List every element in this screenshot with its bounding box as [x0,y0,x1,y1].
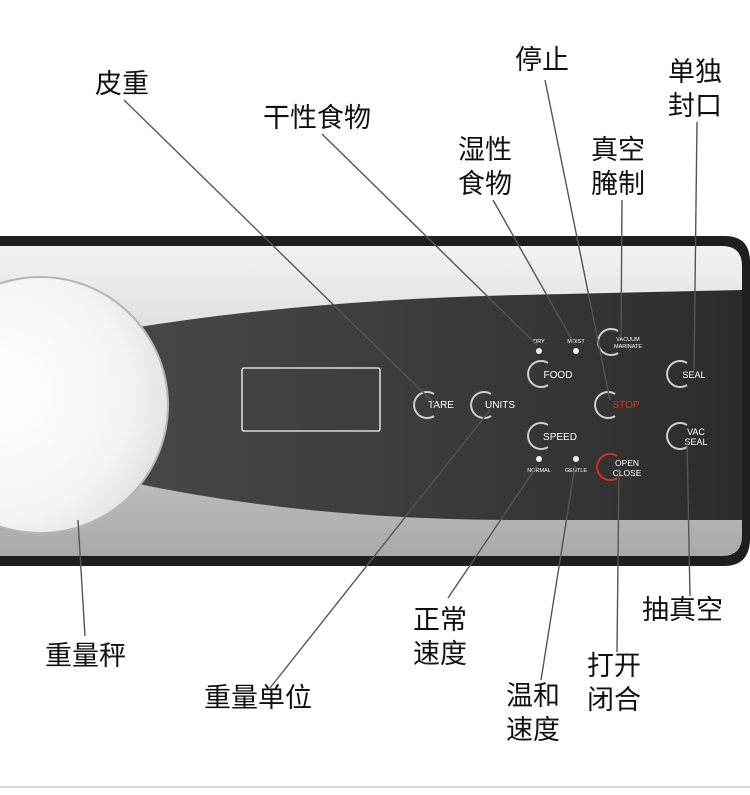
moist-indicator-label: MOIST [567,339,585,345]
callout-vacuum-marinate-line2: 腌制 [591,169,645,200]
units-button-label: UNITS [485,400,515,411]
bottom-divider [0,786,750,788]
leader-stop [544,79,611,401]
marinate-label: MARINATE [614,344,642,350]
seal-button-label: SEAL [682,370,705,380]
leader-normal-speed [447,465,538,599]
callout-normal-speed-line1: 正常 [413,605,467,636]
food-button-label: FOOD [544,370,573,381]
open-close-button[interactable]: OPEN CLOSE [596,453,642,481]
leader-lines [77,79,698,689]
open-label: OPEN [615,458,639,468]
callout-tare: 皮重 [95,69,149,100]
leader-vacuum-marinate [620,199,623,339]
callout-gentle-speed: 温和 速度 [506,680,560,748]
callout-normal-speed: 正常 速度 [413,604,467,672]
leader-tare [123,99,437,406]
callout-dry-food: 干性食物 [263,103,371,134]
speed-button[interactable]: SPEED [527,422,577,450]
leader-seal-only [693,121,698,371]
vac-label: VAC [687,427,705,437]
dry-indicator: DRY [533,339,545,354]
scale-dome [0,276,169,534]
dry-indicator-label: DRY [533,339,545,345]
callout-seal-only: 单独 封口 [668,56,722,124]
leader-vacuum [686,439,691,597]
leader-open-close [616,467,620,653]
gentle-indicator: GENTLE [565,456,587,474]
callout-gentle-speed-line2: 速度 [506,715,560,746]
tare-button-label: TARE [428,400,454,411]
callout-weight-units: 重量单位 [204,683,312,714]
callout-seal-only-line1: 单独 [668,57,722,88]
stop-button-label: STOP [612,400,639,411]
leader-units [269,409,491,689]
callout-seal-only-line2: 封口 [668,91,722,122]
callout-vacuum-marinate-line1: 真空 [591,135,645,166]
callout-scale: 重量秤 [45,641,126,672]
leader-scale [77,519,86,637]
callout-moist-food-line2: 食物 [458,169,512,200]
leader-moist-food [492,199,576,346]
food-button[interactable]: FOOD [527,360,573,388]
tare-button[interactable]: TARE [413,391,454,419]
speed-button-label: SPEED [543,432,577,443]
callout-open-close-line1: 打开 [587,651,641,682]
callout-stop: 停止 [515,45,569,76]
normal-indicator: NORMAL [527,456,551,474]
vac-seal-button[interactable]: VAC SEAL [666,422,708,450]
normal-indicator-label: NORMAL [527,468,551,474]
callout-vacuum: 抽真空 [642,595,723,626]
vacuum-label: VACUUM [616,337,640,343]
seal-button[interactable]: SEAL [666,360,706,388]
leader-gentle-speed [540,465,576,681]
callout-open-close-line2: 闭合 [587,685,641,716]
gentle-indicator-label: GENTLE [565,468,587,474]
display-window [241,367,381,432]
callout-normal-speed-line2: 速度 [413,639,467,670]
moist-indicator: MOIST [567,339,585,354]
callout-moist-food-line1: 湿性 [458,135,512,166]
callout-moist-food: 湿性 食物 [458,134,512,202]
callout-gentle-speed-line1: 温和 [506,681,560,712]
callout-vacuum-marinate: 真空 腌制 [591,134,645,202]
control-panel-face [60,290,742,520]
leader-dry-food [321,133,538,346]
vac-seal-label: SEAL [684,437,707,447]
close-label: CLOSE [613,468,642,478]
callout-open-close: 打开 闭合 [587,650,641,718]
